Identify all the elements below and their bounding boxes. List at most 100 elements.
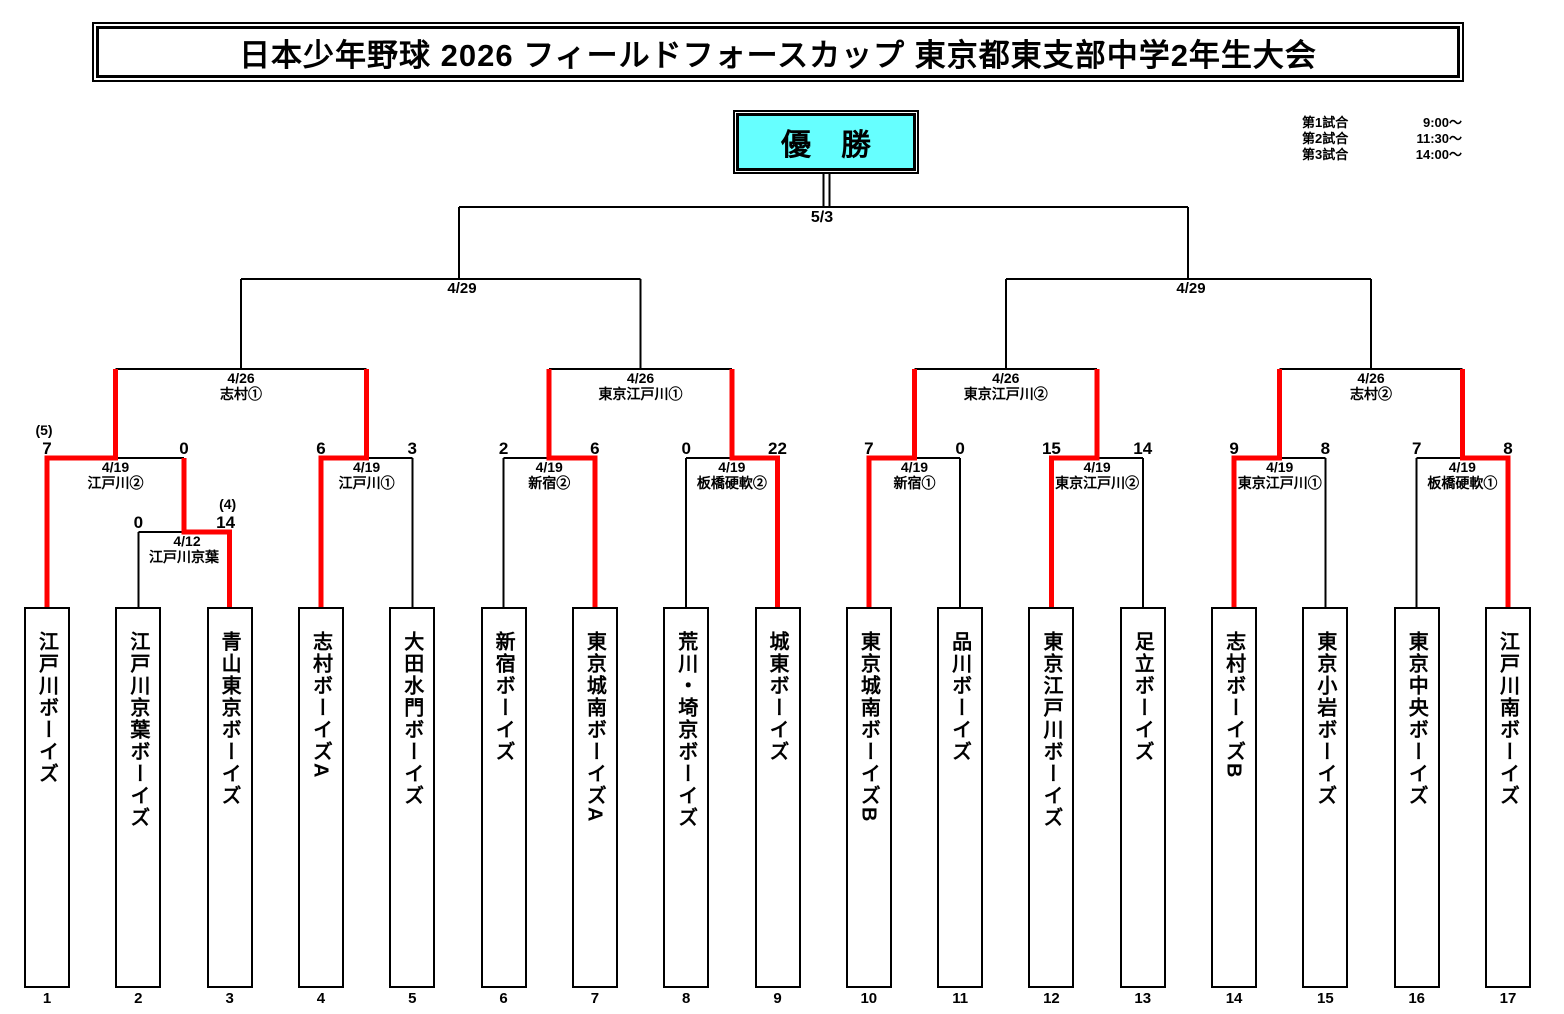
- schedule-game-time: 9:00～: [1422, 115, 1462, 130]
- playin-right-score: 14: [216, 513, 236, 532]
- match-venue-label: 板橋硬軟②: [696, 475, 767, 491]
- team-name: 足立ボーイズ: [1131, 631, 1154, 763]
- match-date-label: 4/19: [900, 459, 929, 475]
- team-number: 6: [499, 990, 508, 1007]
- team-name: 東京小岩ボーイズ: [1313, 631, 1336, 807]
- team-number: 5: [408, 990, 417, 1007]
- team-box: 品川ボーイズ: [937, 607, 984, 988]
- quarterfinal-venue-label: 東京江戸川②: [963, 386, 1048, 402]
- team-number: 7: [590, 990, 600, 1007]
- match-venue-label: 板橋硬軟①: [1427, 475, 1498, 491]
- quarterfinal-date-label: 4/26: [626, 370, 655, 386]
- quarterfinal-venue-label: 東京江戸川①: [598, 386, 683, 402]
- team-name: 青山東京ボーイズ: [218, 631, 241, 807]
- team-number: 3: [225, 990, 234, 1007]
- team-number: 13: [1134, 990, 1152, 1007]
- team-name: 荒川・埼京ボーイズ: [674, 631, 697, 829]
- team-name: 東京城南ボーイズB: [857, 631, 880, 824]
- match-right-score: 0: [179, 439, 189, 458]
- team-number: 11: [952, 990, 969, 1007]
- team-number: 9: [773, 990, 782, 1007]
- quarterfinal-date-label: 4/26: [1357, 370, 1385, 386]
- team-box: 足立ボーイズ: [1119, 607, 1166, 988]
- team-box: 新宿ボーイズ: [480, 607, 527, 988]
- team-name: 江戸川南ボーイズ: [1496, 631, 1519, 807]
- team-number: 15: [1317, 990, 1334, 1007]
- team-box: 志村ボーイズA: [297, 607, 344, 988]
- match-venue-label: 新宿②: [528, 475, 571, 491]
- match-date-label: 4/19: [101, 459, 130, 475]
- team-number: 2: [134, 990, 143, 1007]
- schedule-game-label: 第1試合: [1302, 115, 1349, 130]
- final-date-label: 5/3: [810, 209, 834, 226]
- team-number: 14: [1225, 990, 1243, 1007]
- schedule-row: 第2試合 11:30～: [1302, 131, 1462, 147]
- match-date-label: 4/19: [718, 459, 746, 475]
- schedule-row: 第3試合 14:00～: [1302, 147, 1462, 163]
- schedule-game-time: 14:00～: [1415, 147, 1462, 162]
- team-number: 4: [316, 990, 326, 1007]
- match-left-score: 9: [1229, 439, 1239, 458]
- quarterfinal-venue-label: 志村①: [220, 386, 263, 402]
- team-box: 荒川・埼京ボーイズ: [663, 607, 710, 988]
- match-right-score: 8: [1503, 439, 1513, 458]
- match-venue-label: 新宿①: [893, 475, 936, 491]
- team-name: 城東ボーイズ: [766, 631, 788, 763]
- match-right-score: 22: [768, 439, 787, 458]
- team-box: 大田水門ボーイズ: [389, 607, 436, 988]
- champion-box: 優 勝: [733, 110, 919, 174]
- match-left-score: 2: [498, 439, 509, 458]
- schedule-game-label: 第2試合: [1302, 131, 1349, 146]
- team-number: 8: [682, 990, 691, 1007]
- team-number: 1: [42, 990, 52, 1007]
- match-date-label: 4/19: [1266, 459, 1294, 475]
- match-date-label: 4/19: [535, 459, 563, 475]
- team-box: 青山東京ボーイズ: [206, 607, 253, 988]
- playin-venue-label: 江戸川京葉: [149, 549, 219, 565]
- team-box: 城東ボーイズ: [754, 607, 801, 988]
- team-name: 東京城南ボーイズA: [583, 631, 606, 824]
- schedule-game-label: 第3試合: [1302, 147, 1349, 162]
- quarterfinal-venue-label: 志村②: [1350, 386, 1393, 402]
- team-box: 志村ボーイズB: [1211, 607, 1258, 988]
- match-right-score: 6: [590, 439, 600, 458]
- innings-note: (5): [35, 422, 53, 438]
- game-time-schedule: 第1試合 9:00～ 第2試合 11:30～ 第3試合 14:00～: [1302, 115, 1462, 163]
- match-right-score: 0: [955, 439, 965, 458]
- match-venue-label: 東京江戸川①: [1237, 475, 1322, 491]
- team-box: 東京城南ボーイズB: [845, 607, 892, 988]
- semifinal-date-label: 4/29: [1176, 280, 1206, 297]
- schedule-game-time: 11:30～: [1416, 131, 1462, 146]
- team-name: 東京中央ボーイズ: [1405, 631, 1428, 807]
- playin-date-label: 4/12: [173, 533, 201, 549]
- match-venue-label: 東京江戸川②: [1055, 475, 1140, 491]
- team-box: 江戸川南ボーイズ: [1485, 607, 1531, 988]
- champion-label: 優 勝: [781, 129, 871, 162]
- playin-left-score: 0: [133, 513, 144, 532]
- match-left-score: 7: [1411, 439, 1422, 458]
- team-number: 17: [1499, 990, 1517, 1007]
- tournament-title: 日本少年野球 2026 フィールドフォースカップ 東京都東支部中学2年生大会: [239, 37, 1317, 73]
- match-date-label: 4/19: [1083, 459, 1111, 475]
- team-box: 東京城南ボーイズA: [571, 607, 618, 988]
- match-venue-label: 江戸川②: [87, 475, 144, 491]
- team-number: 10: [860, 990, 878, 1007]
- match-venue-label: 江戸川①: [338, 475, 395, 491]
- match-left-score: 7: [864, 439, 874, 458]
- match-right-score: 3: [407, 439, 417, 458]
- schedule-row: 第1試合 9:00～: [1302, 115, 1462, 131]
- match-right-score: 8: [1320, 439, 1331, 458]
- team-box: 東京小岩ボーイズ: [1302, 607, 1349, 988]
- match-left-score: 6: [316, 439, 326, 458]
- team-name: 江戸川ボーイズ: [35, 631, 58, 785]
- team-name: 東京江戸川ボーイズ: [1039, 631, 1062, 829]
- team-number: 16: [1408, 990, 1426, 1007]
- semifinal-date-label: 4/29: [447, 280, 477, 297]
- match-date-label: 4/19: [1448, 459, 1476, 475]
- match-date-label: 4/19: [352, 459, 381, 475]
- team-name: 品川ボーイズ: [948, 631, 971, 763]
- match-left-score: 7: [42, 439, 52, 458]
- team-name: 新宿ボーイズ: [492, 631, 515, 763]
- team-name: 志村ボーイズB: [1222, 631, 1245, 780]
